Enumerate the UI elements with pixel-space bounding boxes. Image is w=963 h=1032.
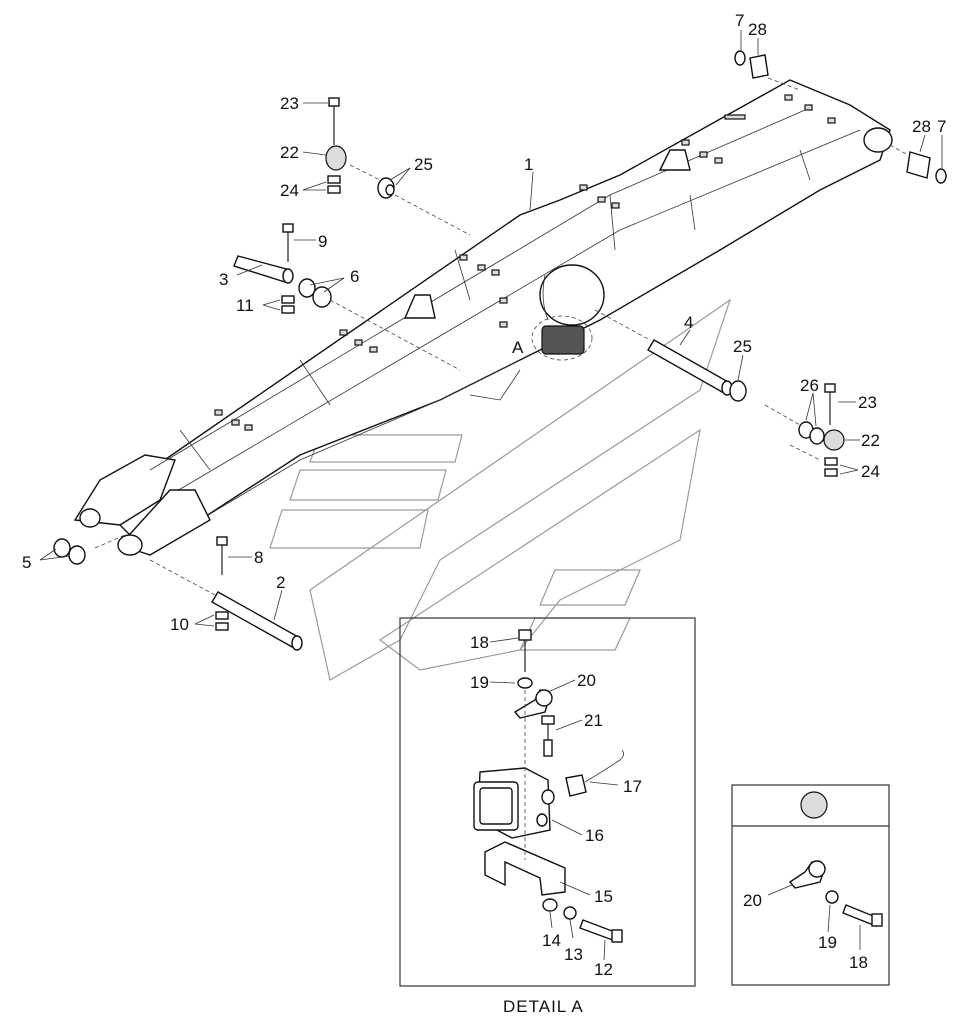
callout-22-left: 22 [280, 143, 299, 162]
callout-18-detail: 18 [470, 633, 489, 652]
callout-19-variant: 19 [818, 933, 837, 952]
callout-23-right: 23 [858, 393, 877, 412]
boom-arm [73, 79, 893, 556]
leader-lines [39, 30, 943, 627]
callout-8: 8 [254, 548, 263, 567]
detail-marker-a: A [512, 338, 524, 357]
callout-17: 17 [623, 777, 642, 796]
callout-1: 1 [524, 155, 533, 174]
callout-25-left: 25 [414, 155, 433, 174]
callout-2: 2 [276, 573, 285, 592]
callout-5: 5 [22, 553, 31, 572]
callout-20-variant: 20 [743, 891, 762, 910]
watermark-logo [269, 298, 732, 681]
callout-21: 21 [584, 711, 603, 730]
hardware-main [53, 50, 947, 631]
callout-10: 10 [170, 615, 189, 634]
callout-13: 13 [564, 945, 583, 964]
callout-15: 15 [594, 887, 613, 906]
callout-16: 16 [585, 826, 604, 845]
callout-19-detail: 19 [470, 673, 489, 692]
callout-11: 11 [236, 296, 254, 315]
callout-12: 12 [594, 960, 613, 979]
callout-labels: 1 2 3 4 5 6 7 7 8 9 10 11 12 13 14 15 16… [22, 11, 946, 1016]
callout-7-top: 7 [735, 11, 744, 30]
callout-20-detail: 20 [577, 671, 596, 690]
detail-a-view [399, 617, 696, 987]
callout-4: 4 [684, 313, 693, 332]
callout-9: 9 [318, 232, 327, 251]
variant-detail-view [731, 784, 890, 986]
callout-14: 14 [542, 931, 561, 950]
work-light-on-boom [531, 274, 593, 361]
callout-24-right: 24 [861, 462, 880, 481]
mounting-pads [214, 94, 836, 431]
callout-28-top: 28 [748, 20, 767, 39]
assembly-lines [94, 77, 909, 596]
callout-26: 26 [800, 376, 819, 395]
callout-22-right: 22 [861, 431, 880, 450]
detail-a-caption: DETAIL A [503, 997, 584, 1016]
callout-25-right: 25 [733, 337, 752, 356]
callout-7-right: 7 [937, 117, 946, 136]
callout-6: 6 [350, 267, 359, 286]
callout-24-left: 24 [280, 181, 299, 200]
callout-28-right: 28 [912, 117, 931, 136]
callout-23-left: 23 [280, 94, 299, 113]
callout-18-variant: 18 [849, 953, 868, 972]
callout-3: 3 [219, 270, 228, 289]
